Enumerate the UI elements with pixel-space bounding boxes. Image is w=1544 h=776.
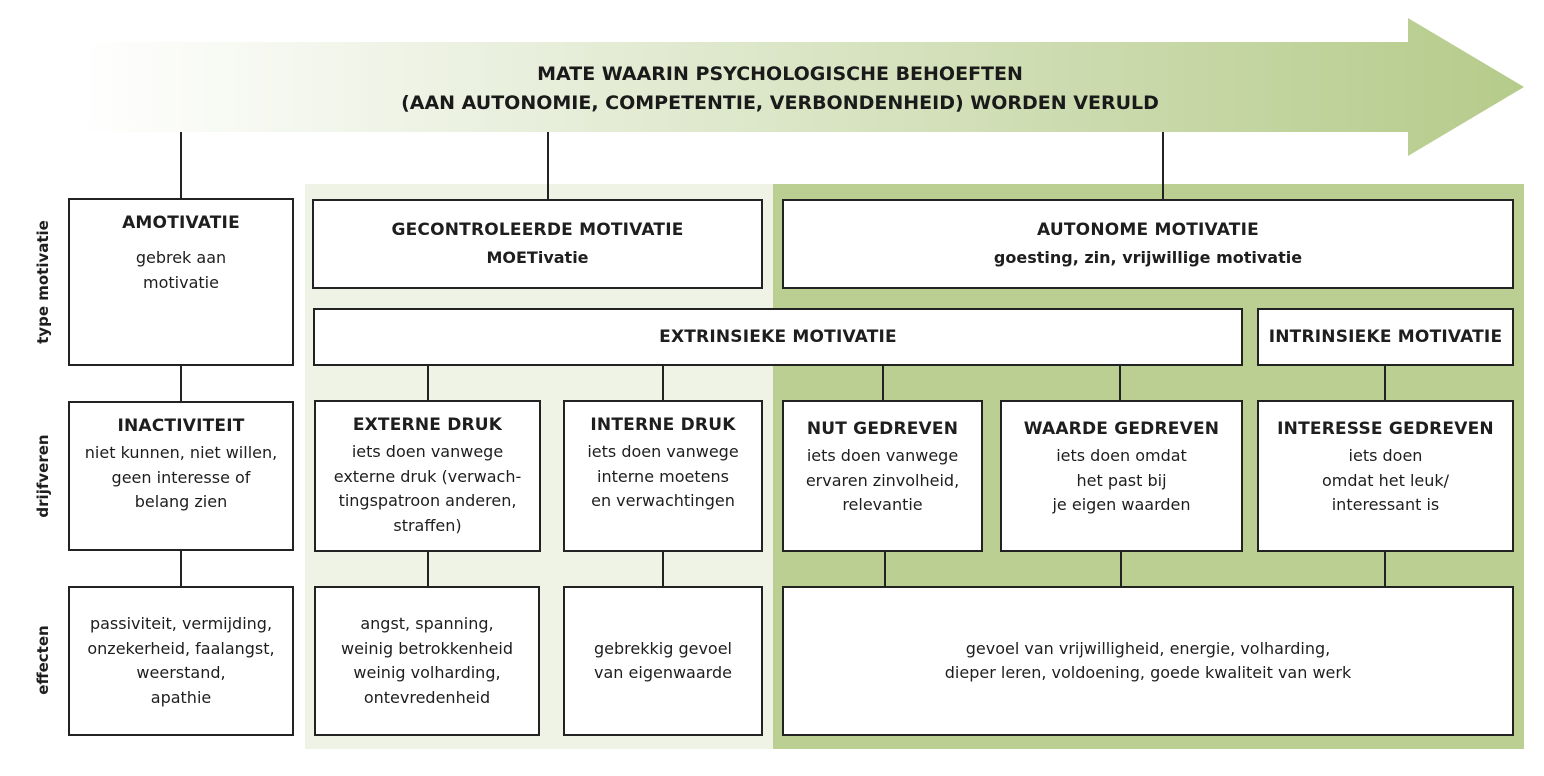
connector-externe-effect (427, 551, 429, 587)
box-effect-externe-druk: angst, spanning, weinig betrokkenheid we… (314, 586, 540, 736)
interne-druk-title: INTERNE DRUK (590, 415, 736, 435)
interesse-title: INTERESSE GEDREVEN (1277, 419, 1494, 439)
interesse-text: iets doen omdat het leuk/ interessant is (1321, 446, 1450, 514)
arrow-title: MATE WAARIN PSYCHOLOGISCHE BEHOEFTEN (AA… (80, 60, 1480, 118)
externe-druk-title: EXTERNE DRUK (352, 415, 503, 435)
box-waarde-gedreven: WAARDE GEDREVEN iets doen omdat het past… (1000, 400, 1243, 552)
autonoom-title: AUTONOME MOTIVATIE (1037, 220, 1259, 240)
box-interne-druk: INTERNE DRUK iets doen vanwege interne m… (563, 400, 763, 552)
gecontroleerd-sub: MOETivatie (486, 248, 589, 267)
connector-extrinsiek-waarde (1119, 365, 1121, 401)
nut-text: iets doen vanwege ervaren zinvolheid, re… (805, 446, 960, 514)
connector-arrow-amotivatie (180, 132, 182, 199)
effect-amotivatie-text: passiviteit, vermijding, onzekerheid, fa… (87, 614, 275, 707)
intrinsiek-title: INTRINSIEKE MOTIVATIE (1268, 327, 1503, 347)
box-extrinsieke-motivatie: EXTRINSIEKE MOTIVATIE (313, 308, 1243, 366)
box-intrinsieke-motivatie: INTRINSIEKE MOTIVATIE (1257, 308, 1514, 366)
box-effect-autonoom: gevoel van vrijwilligheid, energie, volh… (782, 586, 1514, 736)
inactiviteit-text: niet kunnen, niet willen, geen interesse… (84, 443, 278, 511)
box-effect-amotivatie: passiviteit, vermijding, onzekerheid, fa… (68, 586, 294, 736)
effect-autonoom-text: gevoel van vrijwilligheid, energie, volh… (944, 638, 1352, 683)
effect-interne-text: gebrekkig gevoel van eigenwaarde (594, 638, 732, 683)
inactiviteit-title: INACTIVITEIT (117, 416, 245, 436)
box-autonome-motivatie: AUTONOME MOTIVATIE goesting, zin, vrijwi… (782, 199, 1514, 289)
autonoom-sub: goesting, zin, vrijwillige motivatie (993, 248, 1303, 267)
box-inactiviteit: INACTIVITEIT niet kunnen, niet willen, g… (68, 401, 294, 551)
row-label-drijfveren: drijfveren (34, 434, 52, 518)
effect-externe-text: angst, spanning, weinig betrokkenheid we… (340, 614, 514, 707)
box-amotivatie: AMOTIVATIE gebrek aan motivatie (68, 198, 294, 366)
arrow-title-line1: MATE WAARIN PSYCHOLOGISCHE BEHOEFTEN (537, 63, 1023, 85)
connector-inactiviteit-effect (180, 550, 182, 587)
box-nut-gedreven: NUT GEDREVEN iets doen vanwege ervaren z… (782, 400, 983, 552)
needs-arrow (80, 18, 1524, 156)
amotivatie-sub: gebrek aan motivatie (135, 248, 227, 292)
row-label-type: type motivatie (34, 220, 52, 344)
connector-arrow-gecontroleerd (547, 132, 549, 200)
box-interesse-gedreven: INTERESSE GEDREVEN iets doen omdat het l… (1257, 400, 1514, 552)
interne-druk-text: iets doen vanwege interne moetens en ver… (587, 442, 739, 510)
connector-extrinsiek-interne (662, 365, 664, 401)
box-externe-druk: EXTERNE DRUK iets doen vanwege externe d… (314, 400, 541, 552)
externe-druk-text: iets doen vanwege externe druk (verwach-… (333, 442, 522, 535)
connector-extrinsiek-externe (427, 365, 429, 401)
box-gecontroleerde-motivatie: GECONTROLEERDE MOTIVATIE MOETivatie (312, 199, 763, 289)
connector-nut-effect (884, 551, 886, 587)
gecontroleerd-title: GECONTROLEERDE MOTIVATIE (391, 220, 684, 240)
connector-interesse-effect (1384, 551, 1386, 587)
connector-waarde-effect (1120, 551, 1122, 587)
row-label-effecten: effecten (34, 625, 52, 695)
arrow-title-line2: (AAN AUTONOMIE, COMPETENTIE, VERBONDENHE… (401, 92, 1159, 114)
connector-arrow-autonoom (1162, 132, 1164, 200)
arrow-shape (80, 18, 1524, 156)
nut-title: NUT GEDREVEN (806, 419, 959, 439)
connector-extrinsiek-nut (882, 365, 884, 401)
connector-interne-effect (662, 551, 664, 587)
connector-intrinsiek-interesse (1384, 365, 1386, 401)
waarde-text: iets doen omdat het past bij je eigen wa… (1052, 446, 1191, 514)
waarde-title: WAARDE GEDREVEN (1023, 419, 1220, 439)
connector-amotivatie-inactiviteit (180, 365, 182, 402)
box-effect-interne-druk: gebrekkig gevoel van eigenwaarde (563, 586, 763, 736)
extrinsiek-title: EXTRINSIEKE MOTIVATIE (659, 327, 897, 347)
amotivatie-title: AMOTIVATIE (122, 213, 240, 233)
